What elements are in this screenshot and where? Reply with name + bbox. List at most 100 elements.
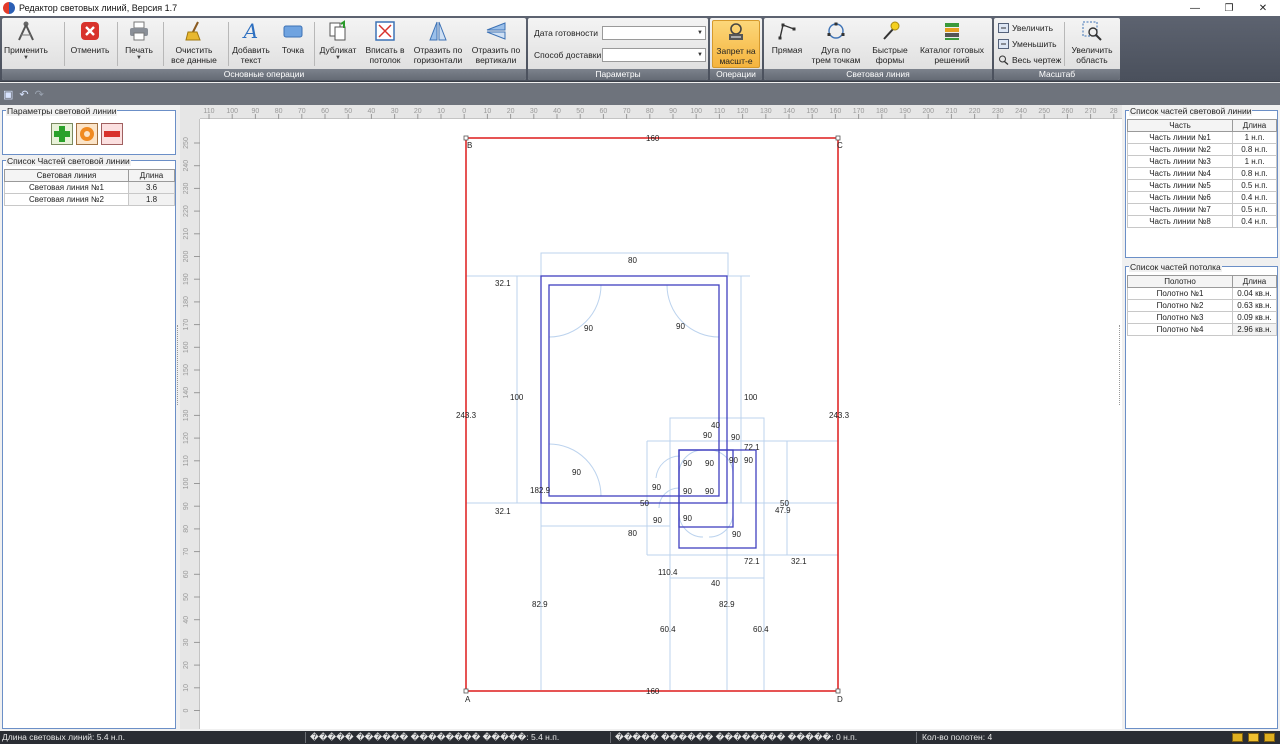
- cancel-button[interactable]: Отменить: [66, 20, 114, 68]
- add-line-button[interactable]: [51, 123, 73, 145]
- angle-label: 90: [732, 530, 741, 539]
- zoom-out-button[interactable]: Уменьшить: [998, 39, 1057, 49]
- catalog-button[interactable]: Каталог готовых решений: [916, 20, 988, 68]
- status-text-2: ����� ������ �������� �����: 0 н.п.: [615, 732, 858, 742]
- drawing-canvas[interactable]: [180, 105, 1122, 729]
- ruler-label: 90: [669, 108, 677, 115]
- print-button[interactable]: Печать ▼: [119, 20, 159, 68]
- ruler-label: 160: [183, 341, 190, 353]
- ruler-label: 160: [830, 108, 842, 115]
- angle-label: 90: [744, 456, 753, 465]
- mirror-vertical-button[interactable]: Отразить по вертикали: [468, 20, 524, 68]
- restore-icon[interactable]: ❐: [1224, 2, 1234, 14]
- zoom-in-icon: [998, 23, 1009, 33]
- point-button[interactable]: Точка: [276, 20, 310, 68]
- refresh-line-button[interactable]: [76, 123, 98, 145]
- angle-label: 90: [653, 516, 662, 525]
- dropdown-arrow-icon: ▼: [335, 55, 341, 61]
- column-header-line[interactable]: Световая линия: [4, 169, 129, 182]
- light-line-params-panel: Параметры световой линии: [2, 106, 176, 155]
- ceiling-drawing[interactable]: B C A D 160 160 243.3 243.3 80 80 32.1 3…: [200, 119, 1122, 729]
- splitter-grip[interactable]: [177, 325, 180, 405]
- delivery-combo[interactable]: ▼: [602, 48, 706, 62]
- group-params: Дата готовности ▼ Способ доставки ▼ Пара…: [528, 18, 708, 80]
- ready-date-label: Дата готовности: [534, 28, 598, 38]
- corner-label-d: D: [837, 695, 843, 704]
- ceiling-outline[interactable]: [465, 137, 839, 692]
- save-icon[interactable]: ▣: [3, 88, 14, 101]
- whole-drawing-label: Весь чертеж: [1012, 55, 1062, 65]
- ruler-label: 110: [183, 455, 190, 466]
- light-line-2-inner[interactable]: [678, 449, 734, 528]
- minimize-icon[interactable]: —: [1190, 2, 1200, 14]
- line-button[interactable]: Прямая: [766, 20, 808, 68]
- light-line-1-outer[interactable]: [540, 275, 728, 504]
- angle-90-tl: 90: [584, 324, 593, 333]
- ruler-label: 20: [183, 661, 190, 669]
- angle-label: 90: [729, 456, 738, 465]
- dim-left: 243.3: [456, 411, 477, 420]
- quick-shapes-button[interactable]: Быстрые формы: [868, 20, 912, 68]
- column-header-part[interactable]: Часть: [1127, 119, 1233, 132]
- scale-lock-button[interactable]: Запрет на масшт-е: [712, 20, 760, 68]
- arc-button[interactable]: Дуга по трем точкам: [810, 20, 862, 68]
- splitter-grip[interactable]: [1119, 325, 1122, 405]
- ready-date-combo[interactable]: ▼: [602, 26, 706, 40]
- mirror-horizontal-button[interactable]: Отразить по горизонтали: [410, 20, 466, 68]
- light-lines[interactable]: [540, 275, 757, 549]
- separator: [1064, 22, 1065, 66]
- zoom-in-button[interactable]: Увеличить: [998, 23, 1053, 33]
- close-icon[interactable]: ✕: [1258, 2, 1268, 14]
- corner-handles[interactable]: [463, 135, 841, 694]
- status-grid-icon[interactable]: [1248, 733, 1259, 742]
- add-text-button[interactable]: A Добавить текст: [230, 20, 272, 68]
- apply-button[interactable]: Применить ▼: [4, 20, 48, 68]
- column-header-length[interactable]: Длина: [128, 169, 175, 182]
- status-view-icon[interactable]: [1232, 733, 1243, 742]
- fit-ceiling-button[interactable]: Вписать в потолок: [362, 20, 408, 68]
- mirror-vertical-icon: [485, 20, 507, 42]
- arc-label-1: Дуга по: [821, 45, 851, 55]
- line-parts-panel: Список частей световой линии Часть Длина…: [1125, 106, 1278, 258]
- cell-name: Часть линии №1: [1127, 131, 1233, 144]
- dim-72-1-bottom: 72.1: [744, 557, 760, 566]
- add-text-label-1: Добавить: [232, 45, 270, 55]
- quick-shapes-label-1: Быстрые: [872, 45, 908, 55]
- cell-length: 1 н.п.: [1232, 131, 1277, 144]
- status-sheet-count: Кол-во полотен: 4: [922, 732, 993, 742]
- column-header-sheet[interactable]: Полотно: [1127, 275, 1233, 288]
- zoom-area-button[interactable]: Увеличить область: [1066, 20, 1118, 68]
- remove-line-button[interactable]: [101, 123, 123, 145]
- light-line-1-inner[interactable]: [548, 284, 720, 497]
- separator: [228, 22, 229, 66]
- table-row[interactable]: Световая линия №2 1.8: [4, 193, 175, 206]
- dropdown-arrow-icon: ▼: [136, 55, 142, 61]
- duplicate-label: Дубликат: [319, 45, 357, 55]
- status-layout-icon[interactable]: [1264, 733, 1275, 742]
- group-light-line: Прямая Дуга по трем точкам Быстрые формы: [764, 18, 992, 80]
- whole-drawing-button[interactable]: Весь чертеж: [998, 55, 1061, 65]
- column-header-length[interactable]: Длина: [1232, 275, 1277, 288]
- redo-icon[interactable]: ↷: [34, 88, 44, 101]
- ruler-label: 180: [876, 108, 888, 115]
- undo-icon[interactable]: ↶: [19, 88, 29, 101]
- column-header-length[interactable]: Длина: [1232, 119, 1277, 132]
- clear-all-button[interactable]: Очистить все данные: [164, 20, 224, 68]
- ruler-label: 50: [576, 108, 584, 115]
- table-row[interactable]: Световая линия №1 3.6: [4, 181, 175, 194]
- duplicate-button[interactable]: Дубликат ▼: [316, 20, 360, 68]
- corner-label-a: A: [465, 695, 471, 704]
